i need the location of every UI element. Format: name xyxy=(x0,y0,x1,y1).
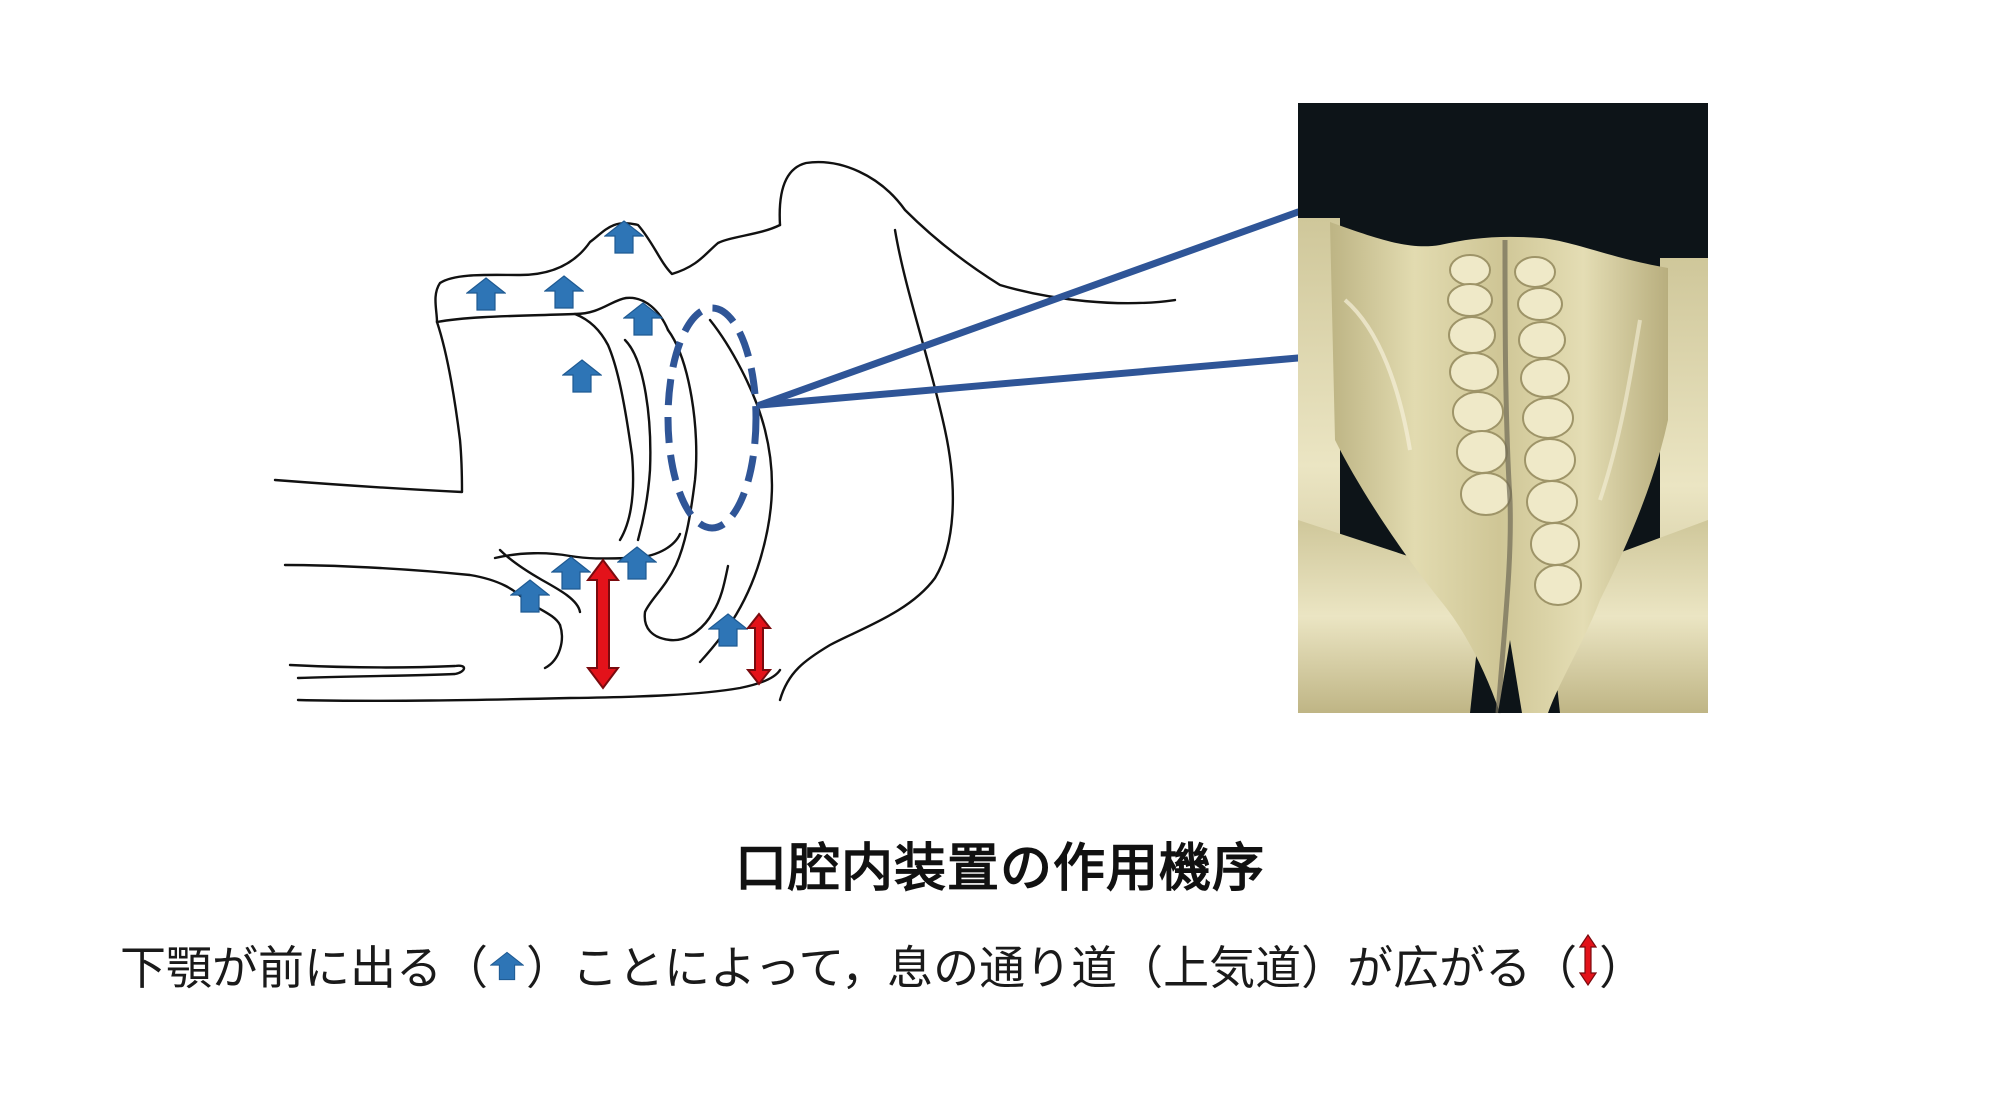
figure-caption: 下顎が前に出る（ ）ことによって，息の通り道（上気道）が広がる（ ） xyxy=(120,932,1920,998)
appliance-photo xyxy=(1298,103,1708,714)
caption-part1: 下顎が前に出る（ xyxy=(120,941,488,995)
mandible-bottom xyxy=(296,668,782,703)
up-arrow-icon xyxy=(551,556,591,590)
airway-focus-ellipse xyxy=(664,304,760,532)
up-arrow-icon xyxy=(466,277,506,311)
tongue-base xyxy=(498,548,582,614)
neck-back xyxy=(778,228,955,702)
callout-lines xyxy=(756,208,1302,409)
pharynx-anterior xyxy=(623,338,652,542)
up-arrow-icon xyxy=(544,275,584,309)
hyoid-region xyxy=(543,623,564,670)
callout-line-lower xyxy=(756,354,1302,409)
up-arrow-icon xyxy=(617,546,657,580)
double-headed-arrow-icon xyxy=(745,612,773,686)
up-arrow-icon xyxy=(708,613,748,647)
soft-palate xyxy=(573,312,635,542)
double-headed-arrow-icon xyxy=(586,558,620,690)
posterior-airway-wall xyxy=(698,318,774,664)
nasal-cavity-top xyxy=(434,222,782,324)
double-headed-arrow-icon xyxy=(1578,933,1598,997)
palate-line xyxy=(273,320,464,494)
caption-part3: ） xyxy=(1599,941,1646,995)
figure-title: 口腔内装置の作用機序 xyxy=(734,839,1265,899)
tongue-line xyxy=(493,532,682,560)
up-arrow-icon xyxy=(510,579,550,613)
head-sketch xyxy=(273,160,1177,703)
caption-part2: ）ことによって，息の通り道（上気道）が広がる（ xyxy=(526,941,1578,995)
lower-jaw xyxy=(283,563,562,627)
chin-line xyxy=(288,663,466,680)
up-arrow-icon xyxy=(489,938,525,992)
widening-arrows xyxy=(586,558,773,690)
callout-line-upper xyxy=(756,208,1302,409)
up-arrow-icon xyxy=(562,359,602,393)
head-outline xyxy=(778,160,1177,305)
up-arrow-icon xyxy=(623,302,663,336)
nasal-cavity-floor xyxy=(435,296,670,332)
pharynx-posterior xyxy=(643,328,730,642)
